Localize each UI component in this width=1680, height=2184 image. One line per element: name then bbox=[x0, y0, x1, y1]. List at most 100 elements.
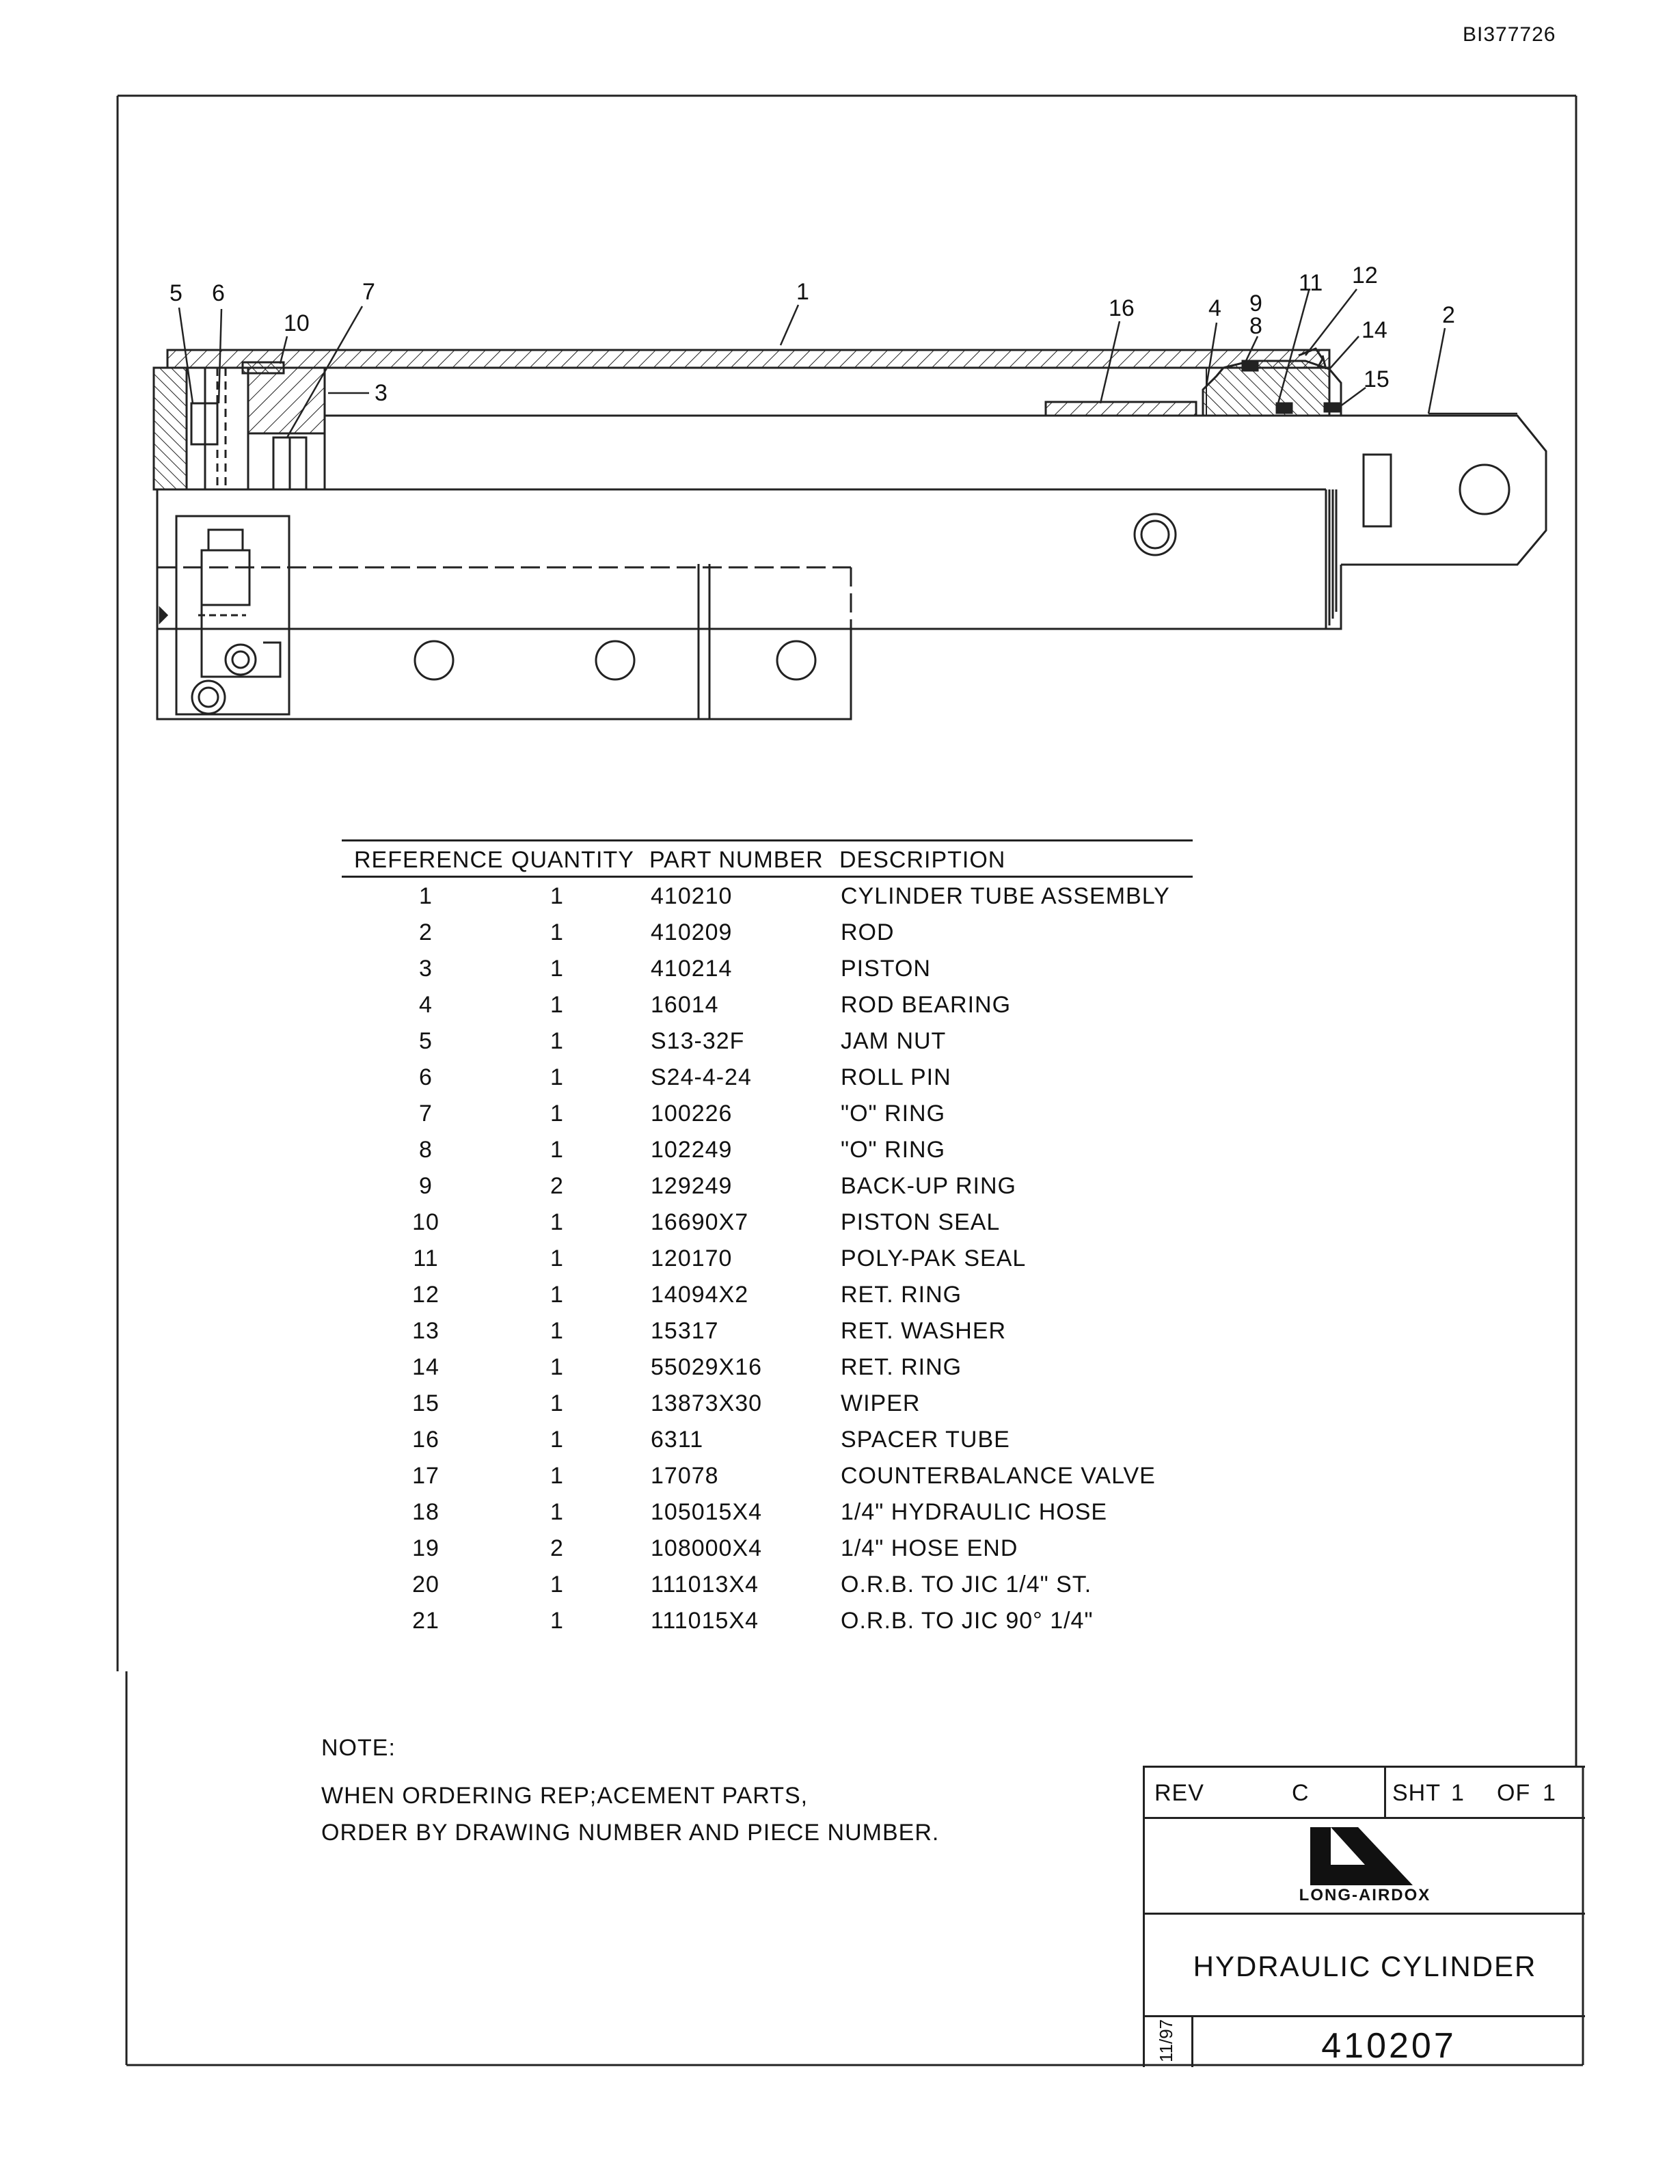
tube-body-lower bbox=[851, 513, 1326, 630]
part-quantity: 1 bbox=[550, 1318, 564, 1344]
part-number: S13-32F bbox=[651, 1028, 745, 1054]
part-reference: 14 bbox=[412, 1354, 439, 1380]
callout-5: 5 bbox=[170, 280, 182, 306]
part-reference: 19 bbox=[412, 1535, 439, 1561]
sheet-number: 1 bbox=[1451, 1780, 1465, 1806]
title-block-revision-row: REV C SHT 1 OF 1 bbox=[1145, 1768, 1585, 1819]
header-part-number: PART NUMBER bbox=[649, 847, 824, 873]
title-block-divider bbox=[1191, 2017, 1193, 2067]
part-description: RET. RING bbox=[841, 1282, 962, 1308]
note-line-2: ORDER BY DRAWING NUMBER AND PIECE NUMBER… bbox=[321, 1820, 940, 1846]
drawing-number: 410207 bbox=[1321, 2026, 1457, 2066]
header-quantity: QUANTITY bbox=[511, 847, 634, 873]
title-block-divider bbox=[1384, 1768, 1386, 1817]
title-block-logo-row: LONG-AIRDOX bbox=[1145, 1819, 1585, 1915]
product-title: HYDRAULIC CYLINDER bbox=[1193, 1950, 1537, 1982]
part-number: 120170 bbox=[651, 1245, 733, 1271]
part-number: 102249 bbox=[651, 1137, 733, 1163]
part-reference: 17 bbox=[412, 1463, 439, 1489]
callout-2: 2 bbox=[1442, 302, 1455, 328]
rod-gland bbox=[1044, 347, 1342, 417]
part-number: 100226 bbox=[651, 1101, 733, 1127]
part-description: 1/4" HOSE END bbox=[841, 1535, 1018, 1561]
callout-6: 6 bbox=[212, 280, 225, 306]
mounting-plate bbox=[156, 489, 852, 720]
title-block-title-row: HYDRAULIC CYLINDER bbox=[1145, 1915, 1585, 2017]
part-reference: 8 bbox=[419, 1137, 433, 1163]
part-number: 108000X4 bbox=[651, 1535, 763, 1561]
part-number: S24-4-24 bbox=[651, 1064, 752, 1090]
part-number: 55029X16 bbox=[651, 1354, 763, 1380]
drawing-date: 11/97 bbox=[1156, 2019, 1176, 2062]
part-description: COUNTERBALANCE VALVE bbox=[841, 1463, 1156, 1489]
part-quantity: 1 bbox=[550, 919, 564, 945]
part-description: "O" RING bbox=[841, 1137, 946, 1163]
callout-12: 12 bbox=[1352, 262, 1378, 288]
part-number: 129249 bbox=[651, 1173, 733, 1199]
callout-3: 3 bbox=[375, 380, 388, 406]
end-cap bbox=[152, 361, 326, 491]
logo-text: LONG-AIRDOX bbox=[1299, 1886, 1431, 1904]
part-reference: 11 bbox=[413, 1245, 439, 1271]
part-number: 16014 bbox=[651, 992, 719, 1018]
callout-11: 11 bbox=[1299, 270, 1323, 296]
part-quantity: 1 bbox=[550, 1064, 564, 1090]
of-number: 1 bbox=[1543, 1780, 1556, 1806]
part-description: O.R.B. TO JIC 1/4" ST. bbox=[841, 1572, 1092, 1597]
document-id: BI377726 bbox=[1463, 23, 1556, 46]
table-row: 7 1 100226 "O" RING bbox=[342, 1095, 1193, 1131]
rod-end bbox=[1325, 414, 1547, 630]
part-description: "O" RING bbox=[841, 1101, 946, 1127]
counterbalance-valve bbox=[159, 515, 290, 716]
part-reference: 9 bbox=[419, 1173, 433, 1199]
cylinder-tube bbox=[166, 349, 1331, 416]
part-number: 111015X4 bbox=[651, 1608, 759, 1634]
part-reference: 20 bbox=[412, 1572, 439, 1597]
part-number: 410210 bbox=[651, 883, 733, 909]
part-number: 410214 bbox=[651, 956, 733, 982]
part-description: JAM NUT bbox=[841, 1028, 947, 1054]
sheet-label: SHT bbox=[1392, 1780, 1441, 1806]
note-heading: NOTE: bbox=[321, 1735, 396, 1761]
part-number: 111013X4 bbox=[651, 1572, 759, 1597]
part-quantity: 1 bbox=[550, 1028, 564, 1054]
part-description: SPACER TUBE bbox=[841, 1427, 1010, 1453]
part-quantity: 1 bbox=[550, 1245, 564, 1271]
part-description: ROD BEARING bbox=[841, 992, 1012, 1018]
part-number: 105015X4 bbox=[651, 1499, 763, 1525]
part-description: PISTON bbox=[841, 956, 931, 982]
part-quantity: 1 bbox=[550, 1572, 564, 1597]
part-quantity: 1 bbox=[550, 1499, 564, 1525]
callout-4: 4 bbox=[1208, 295, 1221, 321]
part-reference: 18 bbox=[412, 1499, 439, 1525]
part-quantity: 1 bbox=[550, 1608, 564, 1634]
part-quantity: 1 bbox=[550, 1427, 564, 1453]
part-description: 1/4" HYDRAULIC HOSE bbox=[841, 1499, 1108, 1525]
callout-14: 14 bbox=[1361, 317, 1387, 343]
part-quantity: 1 bbox=[550, 1463, 564, 1489]
part-reference: 5 bbox=[419, 1028, 433, 1054]
part-reference: 7 bbox=[419, 1101, 433, 1127]
table-row: 5 1 S13-32F JAM NUT bbox=[342, 1023, 1193, 1059]
drawing-frame bbox=[116, 94, 1584, 2066]
part-description: WIPER bbox=[841, 1390, 921, 1416]
part-reference: 3 bbox=[419, 956, 433, 982]
part-description: POLY-PAK SEAL bbox=[841, 1245, 1027, 1271]
part-quantity: 1 bbox=[550, 1354, 564, 1380]
part-quantity: 1 bbox=[550, 1282, 564, 1308]
part-description: CYLINDER TUBE ASSEMBLY bbox=[841, 883, 1170, 909]
part-quantity: 1 bbox=[550, 956, 564, 982]
note-line-1: WHEN ORDERING REP;ACEMENT PARTS, bbox=[321, 1783, 809, 1809]
title-block: REV C SHT 1 OF 1 LONG-AIRDOX HYDRAULIC C… bbox=[1143, 1766, 1585, 2067]
part-quantity: 1 bbox=[550, 1101, 564, 1127]
